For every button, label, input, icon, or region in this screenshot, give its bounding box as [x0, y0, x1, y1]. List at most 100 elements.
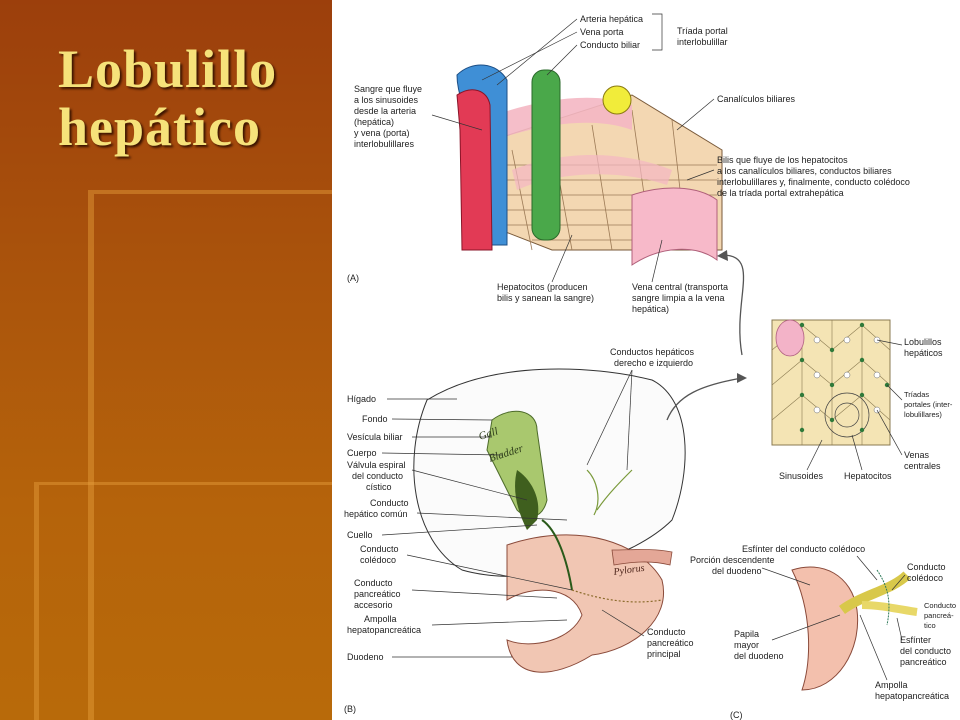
panel-b-tag: (B) — [344, 704, 356, 714]
svg-text:principal: principal — [647, 649, 681, 659]
svg-text:Conductos hepáticos: Conductos hepáticos — [610, 347, 695, 357]
svg-text:Conducto: Conducto — [354, 578, 393, 588]
svg-text:a los sinusoides: a los sinusoides — [354, 95, 419, 105]
panel-c-tag: (C) — [730, 710, 743, 720]
label-cuello: Cuello — [347, 530, 373, 540]
svg-text:mayor: mayor — [734, 640, 759, 650]
svg-text:y vena (porta): y vena (porta) — [354, 128, 410, 138]
label-bilis: Bilis que fluye de los hepatocitos a los… — [717, 155, 910, 198]
label-canaliculos: Canalículos biliares — [717, 94, 796, 104]
decorative-bar — [39, 482, 332, 485]
label-hepatocitos-lob: Hepatocitos — [844, 471, 892, 481]
label-fondo: Fondo — [362, 414, 388, 424]
svg-text:portales (inter-: portales (inter- — [904, 400, 953, 409]
svg-text:Tríadas: Tríadas — [904, 390, 929, 399]
label-sangre: Sangre que fluye a los sinusoides desde … — [354, 84, 422, 149]
label-pylorus: Pylorus — [612, 563, 645, 578]
label-esfinter-pancreatico: Esfínter del conducto pancreático — [900, 635, 951, 667]
svg-text:del conducto: del conducto — [352, 471, 403, 481]
svg-text:hepatopancreática: hepatopancreática — [347, 625, 421, 635]
label-pancreatico-principal: Conducto pancreático principal — [647, 627, 694, 659]
label-porcion-descendente: Porción descendente del duodeno — [690, 555, 775, 576]
lobule-hexagon-illustration — [771, 319, 891, 446]
label-vena-porta: Vena porta — [580, 27, 624, 37]
svg-text:del conducto: del conducto — [900, 646, 951, 656]
svg-text:hepáticos: hepáticos — [904, 348, 943, 358]
svg-text:sangre limpia a la vena: sangre limpia a la vena — [632, 293, 725, 303]
svg-text:bilis y sanean la sangre): bilis y sanean la sangre) — [497, 293, 594, 303]
svg-text:Ampolla: Ampolla — [364, 614, 397, 624]
label-triada-interlobulillar: interlobulillar — [677, 37, 728, 47]
label-hepatocitos-a: Hepatocitos (producen bilis y sanean la … — [497, 282, 594, 303]
svg-text:interlobulillares: interlobulillares — [354, 139, 415, 149]
svg-text:a los canalículos biliares, co: a los canalículos biliares, conductos bi… — [717, 166, 892, 176]
label-lobulillos: Lobulillos hepáticos — [904, 337, 943, 358]
label-vena-central: Vena central (transporta sangre limpia a… — [632, 282, 728, 314]
decorative-bar — [34, 482, 39, 720]
anatomy-figure: Arteria hepática Vena porta Conducto bil… — [332, 0, 960, 720]
panel-a-tag: (A) — [347, 273, 359, 283]
svg-text:Bilis que fluye de los hepatoc: Bilis que fluye de los hepatocitos — [717, 155, 848, 165]
svg-text:hepática): hepática) — [632, 304, 669, 314]
decorative-bar — [88, 190, 94, 720]
svg-text:de la tríada portal extrahepát: de la tríada portal extrahepática — [717, 188, 844, 198]
label-duodeno: Duodeno — [347, 652, 384, 662]
title-line-2: hepático — [58, 97, 261, 157]
label-esfinter-coledoco: Esfínter del conducto colédoco — [742, 544, 865, 554]
label-ampolla-b: Ampolla hepatopancreática — [347, 614, 421, 635]
svg-text:desde la arteria: desde la arteria — [354, 106, 416, 116]
title-line-1: Lobulillo — [58, 39, 278, 99]
label-papila: Papila mayor del duodeno — [734, 629, 784, 661]
svg-text:colédoco: colédoco — [360, 555, 396, 565]
svg-text:pancreático: pancreático — [647, 638, 694, 648]
svg-text:Porción descendente: Porción descendente — [690, 555, 775, 565]
label-triadas: Tríadas portales (inter- lobulillares) — [904, 390, 953, 419]
lobule-block-illustration — [456, 64, 723, 266]
label-vesicula: Vesícula biliar — [347, 432, 403, 442]
svg-text:Válvula espiral: Válvula espiral — [347, 460, 406, 470]
label-conductos-hepaticos: Conductos hepáticos derecho e izquierdo — [610, 347, 695, 368]
svg-text:pancreá-: pancreá- — [924, 611, 954, 620]
label-ampolla-c: Ampolla hepatopancreática — [875, 680, 949, 701]
label-higado: Hígado — [347, 394, 376, 404]
svg-text:Papila: Papila — [734, 629, 759, 639]
svg-text:tico: tico — [924, 621, 936, 630]
svg-text:Conducto: Conducto — [647, 627, 686, 637]
svg-text:Venas: Venas — [904, 450, 930, 460]
svg-text:(hepática): (hepática) — [354, 117, 394, 127]
svg-text:Conducto: Conducto — [360, 544, 399, 554]
svg-text:Hepatocitos (producen: Hepatocitos (producen — [497, 282, 588, 292]
svg-text:hepatopancreática: hepatopancreática — [875, 691, 949, 701]
svg-text:Lobulillos: Lobulillos — [904, 337, 942, 347]
svg-text:Conducto: Conducto — [907, 562, 946, 572]
svg-text:cístico: cístico — [366, 482, 392, 492]
label-valvula: Válvula espiral del conducto cístico — [347, 460, 406, 492]
svg-text:centrales: centrales — [904, 461, 941, 471]
svg-text:Vena central (transporta: Vena central (transporta — [632, 282, 728, 292]
label-conducto-biliar: Conducto biliar — [580, 40, 640, 50]
label-triada-portal: Tríada portal — [677, 26, 728, 36]
svg-text:Esfínter: Esfínter — [900, 635, 931, 645]
label-arteria-hepatica: Arteria hepática — [580, 14, 643, 24]
anatomy-illustration: Arteria hepática Vena porta Conducto bil… — [344, 13, 956, 720]
label-conducto-hepatico: Conducto hepático común — [344, 498, 409, 519]
label-coledoco: Conducto colédoco — [360, 544, 399, 565]
slide-title: Lobulillo hepático — [58, 40, 277, 156]
label-conducto-pancreatico-c: Conducto pancreá- tico — [924, 601, 956, 630]
svg-text:del duodeno: del duodeno — [734, 651, 784, 661]
sphincter-illustration — [791, 566, 918, 691]
svg-text:del duodeno: del duodeno — [712, 566, 762, 576]
svg-text:colédoco: colédoco — [907, 573, 943, 583]
svg-text:Conducto: Conducto — [924, 601, 956, 610]
svg-text:accesorio: accesorio — [354, 600, 393, 610]
svg-text:pancreático: pancreático — [354, 589, 401, 599]
label-gall: Gall — [477, 425, 499, 442]
svg-text:pancreático: pancreático — [900, 657, 947, 667]
svg-text:Ampolla: Ampolla — [875, 680, 908, 690]
gallbladder-illustration — [413, 368, 686, 673]
svg-text:hepático común: hepático común — [344, 509, 408, 519]
decorative-bar — [94, 190, 332, 194]
label-sinusoides: Sinusoides — [779, 471, 824, 481]
label-conducto-coledoco-c: Conducto colédoco — [907, 562, 946, 583]
svg-text:Sangre que fluye: Sangre que fluye — [354, 84, 422, 94]
